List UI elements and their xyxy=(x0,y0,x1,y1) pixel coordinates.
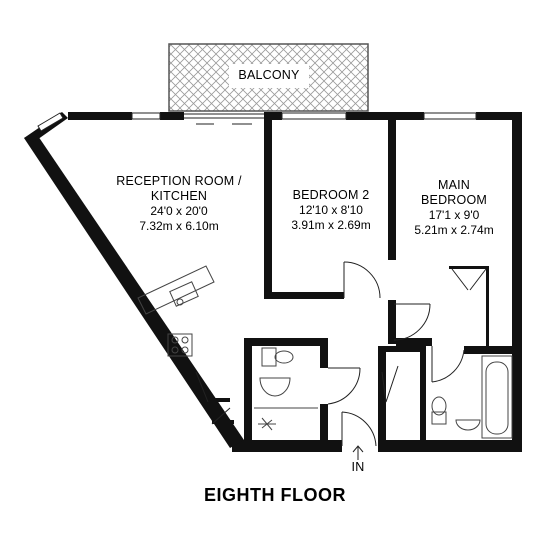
reception-imperial: 24'0 x 20'0 xyxy=(150,204,208,218)
entrance-text: IN xyxy=(351,460,365,474)
main-bedroom-label: MAIN BEDROOM 17'1 x 9'0 5.21m x 2.74m xyxy=(396,178,512,238)
windows xyxy=(37,112,477,132)
floor-title: EIGHTH FLOOR xyxy=(204,485,346,505)
main-bedroom-metric: 5.21m x 2.74m xyxy=(414,223,494,237)
main-bedroom-name-line1: MAIN xyxy=(437,178,471,192)
balcony-label: BALCONY xyxy=(229,68,309,83)
reception-metric: 7.32m x 6.10m xyxy=(139,219,219,233)
bathroom-fixtures xyxy=(254,347,513,439)
balcony-name: BALCONY xyxy=(238,68,300,82)
bedroom-2-name: BEDROOM 2 xyxy=(292,188,370,202)
reception-name-line1: RECEPTION ROOM / xyxy=(116,174,242,188)
bedroom-2-imperial: 12'10 x 8'10 xyxy=(299,203,363,217)
bedroom-2-label: BEDROOM 2 12'10 x 8'10 3.91m x 2.69m xyxy=(274,188,388,233)
entrance-arrow xyxy=(352,445,364,460)
entrance-label: IN xyxy=(344,460,372,475)
interior-walls xyxy=(208,120,520,440)
reception-name-line2: KITCHEN xyxy=(150,189,208,203)
bedroom-2-metric: 3.91m x 2.69m xyxy=(291,218,371,232)
main-bedroom-name-line2: BEDROOM xyxy=(421,193,487,207)
balcony xyxy=(168,43,369,112)
kitchen-counter xyxy=(137,265,215,357)
exterior-walls xyxy=(24,112,522,452)
balcony-doors xyxy=(184,113,264,125)
reception-room-label: RECEPTION ROOM / KITCHEN 24'0 x 20'0 7.3… xyxy=(104,174,254,234)
doors xyxy=(195,261,487,447)
main-bedroom-imperial: 17'1 x 9'0 xyxy=(428,208,480,222)
